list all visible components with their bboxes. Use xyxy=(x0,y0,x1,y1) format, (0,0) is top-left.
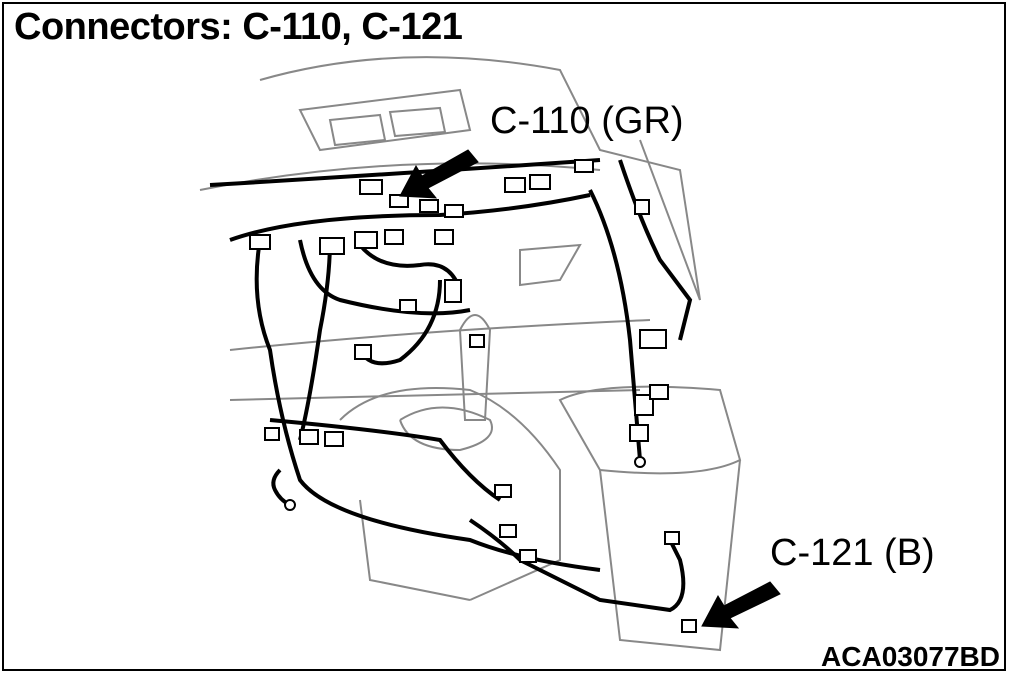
page-title: Connectors: C-110, C-121 xyxy=(14,6,463,48)
figure-code: ACA03077BD xyxy=(821,641,1000,672)
callout-label-c110: C-110 (GR) xyxy=(490,100,684,142)
connectors xyxy=(249,159,697,633)
wire-harness xyxy=(209,158,693,613)
callout-label-c121: C-121 (B) xyxy=(770,532,935,574)
arrow-c121 xyxy=(701,581,781,629)
dashboard-outline xyxy=(199,56,742,652)
arrow-c110 xyxy=(399,149,479,199)
callout-arrows xyxy=(399,149,781,629)
